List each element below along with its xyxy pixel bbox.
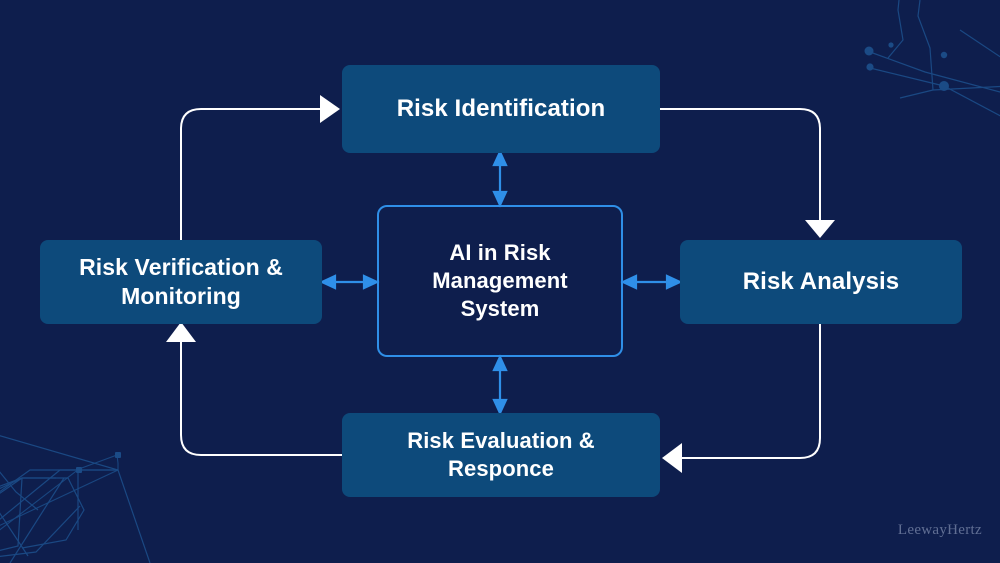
node-label: Risk Verification & Monitoring: [79, 253, 283, 309]
node-risk-analysis[interactable]: Risk Analysis: [680, 240, 962, 324]
node-label: Risk Identification: [396, 94, 606, 122]
node-risk-identification[interactable]: Risk Identification: [342, 65, 660, 153]
watermark-logo: LeewayHertz: [897, 522, 982, 538]
node-risk-verification-and-monitoring[interactable]: Risk Verification & Monitoring: [40, 240, 322, 324]
hub-label: AI in Risk Management System: [432, 239, 568, 322]
node-label: Risk Analysis: [742, 267, 900, 295]
node-label: Risk Evaluation & Responce: [407, 427, 595, 481]
node-ai-in-risk-management-system[interactable]: AI in Risk Management System: [377, 205, 623, 357]
node-risk-evaluation-and-responce[interactable]: Risk Evaluation & Responce: [342, 413, 660, 497]
